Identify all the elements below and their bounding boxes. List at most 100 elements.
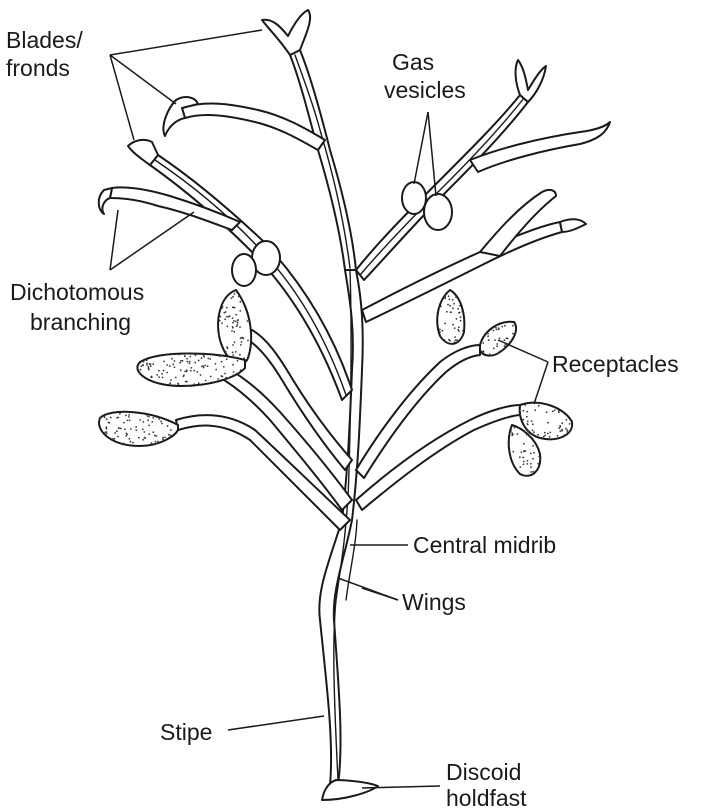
stipple-dot [146,363,148,365]
stipple-dot [146,359,148,361]
stipple-dot [533,431,535,433]
stipple-dot [152,431,154,433]
stipple-dot [123,443,125,445]
stipple-dot [183,375,185,377]
stipple-dot [237,322,239,324]
stipple-dot [528,430,530,432]
stipple-dot [124,428,126,430]
label-gas-line1: Gas [392,49,434,75]
stipple-dot [528,435,530,437]
stipple-dot [117,417,119,419]
stipple-dot [219,355,221,357]
leader-gas-2 [428,112,436,196]
stipple-dot [447,304,449,306]
stipple-dot [489,354,491,356]
stipple-dot [444,323,446,325]
leader-wings-2 [362,588,398,600]
stipple-dot [234,293,236,295]
stipple-dot [226,307,228,309]
stipple-dot [203,355,205,357]
stipple-dot [239,326,241,328]
stipple-dot [522,419,524,421]
stipple-dot [459,312,461,314]
stipple-dot [519,456,521,458]
stipple-dot [220,375,222,377]
stipple-dot [448,298,450,300]
stipple-dot [456,339,458,341]
stipple-dot [190,370,192,372]
stipple-dot [512,333,514,335]
stipple-dot [221,322,223,324]
stipple-dot [530,466,532,468]
stipple-dot [237,324,239,326]
stipple-dot [215,363,217,365]
stipple-dot [196,371,198,373]
stipple-dot [496,329,498,331]
stipple-dot [240,369,242,371]
stipple-dot [186,369,188,371]
stipple-dot [170,436,172,438]
stipple-dot [559,430,561,432]
stipple-dot [217,378,219,380]
stipple-dot [232,364,234,366]
discoid-holdfast [322,780,378,800]
stipple-dot [226,316,228,318]
stipple-dot [456,318,458,320]
stipple-dot [218,334,220,336]
stipple-dot [225,377,227,379]
stipple-dot [130,441,132,443]
stipple-dot [504,345,506,347]
stipple-dot [544,435,546,437]
stipple-dot [143,431,145,433]
stipple-dot [149,363,151,365]
stipple-dot [233,371,235,373]
stipple-dot [526,434,528,436]
stipple-dot [203,367,205,369]
receptacle-upper-left [218,290,251,364]
stipple-dot [241,341,243,343]
stipple-dot [236,291,238,293]
stipple-dot [537,434,539,436]
stipple-dot [452,324,454,326]
leader-dicho-2 [110,212,194,270]
stipple-dot [127,420,129,422]
stipple-dot [222,306,224,308]
stipple-dot [480,342,482,344]
stipple-dot [186,358,188,360]
stipple-dot [487,335,489,337]
stipple-dot [144,437,146,439]
stipple-dot [219,316,221,318]
stipple-dot [227,326,229,328]
stipple-dot [552,411,554,413]
stipple-dot [231,297,233,299]
leader-blades-3 [110,55,134,140]
stipple-dot [444,339,446,341]
stipple-dot [523,443,525,445]
stipple-dot [546,411,548,413]
stipple-dot [130,428,132,430]
stipple-dot [221,361,223,363]
stipple-dot [549,432,551,434]
stipple-dot [231,330,233,332]
stipple-dot [247,320,249,322]
stipple-dot [117,436,119,438]
stipple-dot [239,310,241,312]
stipple-dot [501,326,503,328]
stipple-dot [151,376,153,378]
stipple-dot [163,370,165,372]
stipple-dot [162,438,164,440]
stipple-dot [139,363,141,365]
stipple-dot [527,460,529,462]
stipple-dot [454,327,456,329]
stipple-dot [215,369,217,371]
stipple-dot [439,331,441,333]
stipple-dot [155,435,157,437]
stipple-dot [234,341,236,343]
stipple-dot [537,403,539,405]
stipple-dot [180,369,182,371]
stipple-dot [168,434,170,436]
stipple-dot [161,423,163,425]
stipple-dot [452,299,454,301]
gas-vesicle-right-1 [402,182,426,214]
